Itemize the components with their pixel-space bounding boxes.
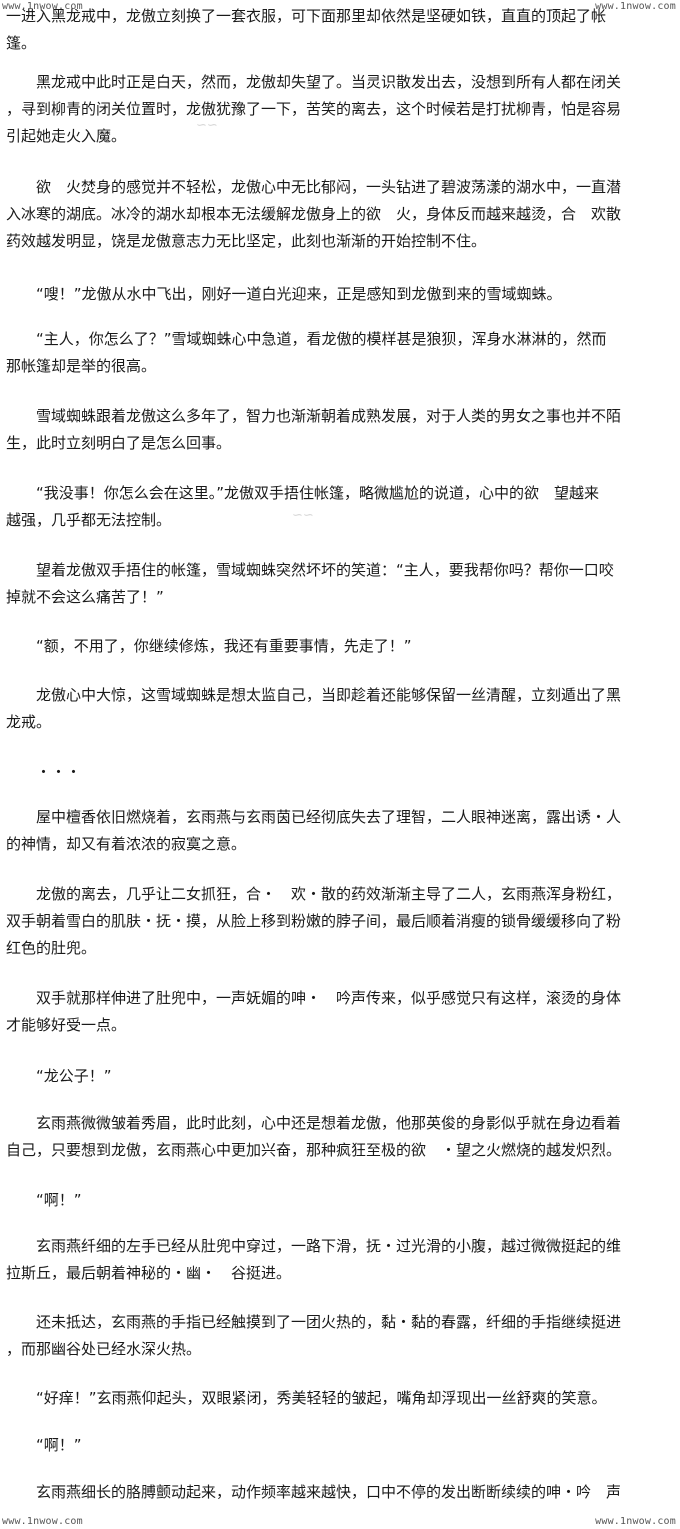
- paragraph: 还未抵达，玄雨燕的手指已经触摸到了一团火热的，黏・黏的春露，纤细的手指继续挺进 …: [6, 1313, 622, 1358]
- paragraph: “我没事！你怎么会在这里。”龙傲双手捂住帐篷，略微尴尬的说道，心中的欲 望越来 …: [6, 484, 600, 529]
- paragraph: 雪域蜘蛛跟着龙傲这么多年了，智力也渐渐朝着成熟发展，对于人类的男女之事也并不陌 …: [6, 407, 622, 452]
- paragraph: “好痒！”玄雨燕仰起头，双眼紧闭，秀美轻轻的皱起，嘴角却浮现出一丝舒爽的笑意。: [6, 1389, 607, 1407]
- paragraph: 屋中檀香依旧燃烧着，玄雨燕与玄雨茵已经彻底失去了理智，二人眼神迷离，露出诱・人 …: [6, 808, 622, 853]
- paragraph: “额，不用了，你继续修炼，我还有重要事情，先走了！”: [6, 637, 412, 655]
- paragraph: “龙公子！”: [6, 1067, 112, 1085]
- paragraph: 望着龙傲双手捂住的帐篷，雪域蜘蛛突然坏坏的笑道：“主人，要我帮你吗？帮你一口咬 …: [6, 561, 614, 606]
- paragraph: 龙傲心中大惊，这雪域蜘蛛是想太监自己，当即趁着还能够保留一丝清醒，立刻遁出了黑 …: [6, 686, 622, 731]
- watermark-top-right: www.1nwow.com: [595, 1, 676, 12]
- faint-stamp-mark: ∽∽: [296, 410, 318, 425]
- paragraph: 玄雨燕细长的胳膊颤动起来，动作频率越来越快，口中不停的发出断断续续的呻・吟 声: [6, 1483, 622, 1501]
- paragraph: “主人，你怎么了？”雪域蜘蛛心中急道，看龙傲的模样甚是狼狈，浑身水淋淋的，然而 …: [6, 330, 607, 375]
- paragraph: 黑龙戒中此时正是白天，然而，龙傲却失望了。当灵识散发出去，没想到所有人都在闭关 …: [6, 73, 622, 145]
- watermark-bottom-left: www.1nwow.com: [2, 1516, 83, 1527]
- watermark-bottom-right: www.1nwow.com: [595, 1516, 676, 1527]
- paragraph: 一进入黑龙戒中，龙傲立刻换了一套衣服，可下面那里却依然是坚硬如铁，直直的顶起了帐…: [6, 7, 607, 52]
- faint-stamp-mark: ∽∽: [292, 508, 314, 523]
- paragraph: “啊！”: [6, 1191, 82, 1209]
- paragraph: 玄雨燕微微皱着秀眉，此时此刻，心中还是想着龙傲，他那英俊的身影似乎就在身边看着 …: [6, 1114, 622, 1159]
- faint-stamp-mark: ∽∽: [196, 118, 218, 133]
- paragraph: 龙傲的离去，几乎让二女抓狂，合・ 欢・散的药效渐渐主导了二人，玄雨燕浑身粉红， …: [6, 885, 622, 957]
- paragraph: 玄雨燕纤细的左手已经从肚兜中穿过，一路下滑，抚・过光滑的小腹，越过微微挺起的维 …: [6, 1237, 622, 1282]
- paragraph: “啊！”: [6, 1436, 82, 1454]
- paragraph: 双手就那样伸进了肚兜中，一声妩媚的呻・ 吟声传来，似乎感觉只有这样，滚烫的身体 …: [6, 989, 622, 1034]
- paragraph: ・・・: [6, 763, 82, 781]
- paragraph: “嗖！”龙傲从水中飞出，刚好一道白光迎来，正是感知到龙傲到来的雪域蜘蛛。: [6, 285, 562, 303]
- watermark-top-left: www.1nwow.com: [2, 1, 83, 12]
- paragraph: 欲 火焚身的感觉并不轻松，龙傲心中无比郁闷，一头钻进了碧波荡漾的湖水中，一直潜 …: [6, 178, 622, 250]
